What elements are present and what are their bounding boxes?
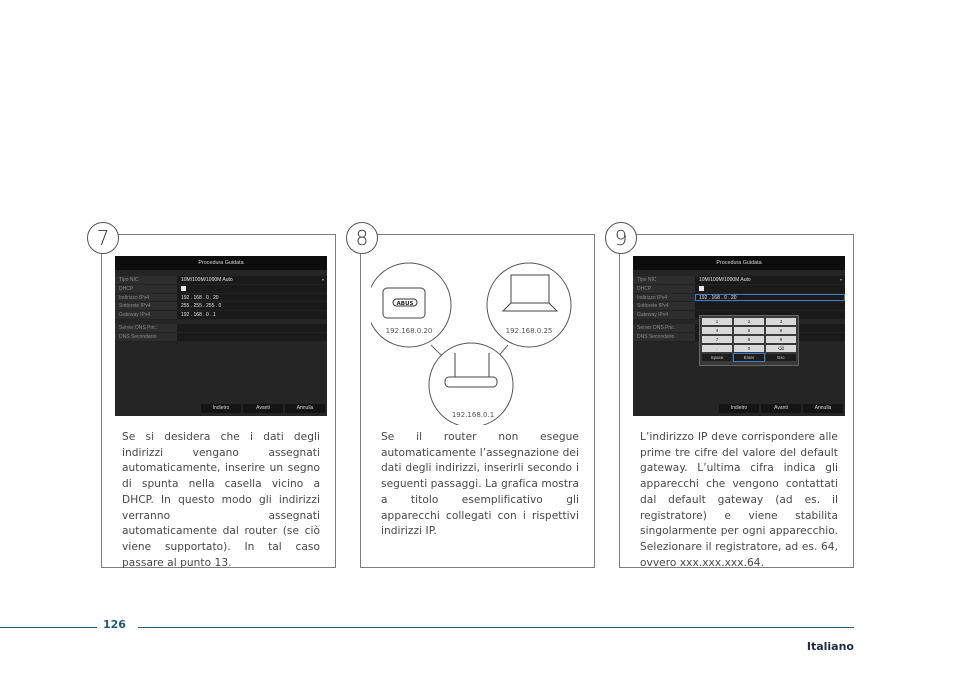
router-icon bbox=[444, 376, 498, 388]
row-subnet: Sottorete IPv4 255 . 255 . 255 . 0 bbox=[115, 302, 327, 312]
step-9-card: 9 Procedura Guidata Tipo NIC 10M/100M/10… bbox=[605, 222, 854, 569]
row-dhcp: DHCP bbox=[633, 284, 845, 294]
dropdown-arrow-icon: ▾ bbox=[839, 277, 842, 282]
key-0[interactable]: 0 bbox=[734, 345, 764, 352]
backspace-key[interactable]: ⌫ bbox=[766, 345, 796, 352]
step-number: 7 bbox=[87, 222, 119, 254]
page-number: 126 bbox=[103, 618, 126, 631]
step-description: L’indirizzo IP deve corrispondere alle p… bbox=[640, 431, 838, 569]
row-dns-secondary: DNS Secondario bbox=[115, 332, 327, 342]
key-9[interactable]: 9 bbox=[766, 336, 796, 343]
row-nic-type: Tipo NIC 10M/100M/1000M Auto▾ bbox=[115, 276, 327, 285]
laptop-device: 192.168.0.25 bbox=[486, 262, 572, 348]
laptop-icon bbox=[510, 274, 550, 304]
row-dns-primary: Server DNS Pric. bbox=[115, 323, 327, 333]
step-description: Se il router non esegue automaticamente … bbox=[381, 431, 579, 538]
dropdown-arrow-icon: ▾ bbox=[321, 277, 324, 282]
router-device: 192.168.0.1 bbox=[428, 342, 514, 425]
ipv4-address-field[interactable]: 192 . 168 . 0 . 20 bbox=[695, 293, 845, 302]
footer-divider-left bbox=[0, 627, 97, 628]
key-7[interactable]: 7 bbox=[702, 336, 732, 343]
subnet-field[interactable] bbox=[695, 302, 845, 311]
laptop-ip-label: 192.168.0.25 bbox=[506, 327, 553, 335]
step-8-card: 8 ABUS 192.168.0.20 192.168.0.25 192.168… bbox=[346, 222, 595, 568]
key-3[interactable]: 3 bbox=[766, 318, 796, 325]
wizard-title: Procedura Guidata bbox=[115, 256, 327, 270]
step-number: 9 bbox=[605, 222, 637, 254]
space-key[interactable]: Space bbox=[702, 354, 732, 361]
wizard-title: Procedura Guidata bbox=[633, 256, 845, 270]
ipv4-address-field[interactable]: 192 . 168 . 0 . 20 bbox=[177, 293, 327, 302]
back-button[interactable]: Indietro bbox=[719, 404, 759, 413]
esc-key[interactable]: Esc bbox=[766, 354, 796, 361]
key-5[interactable]: 5 bbox=[734, 327, 764, 334]
dhcp-checkbox[interactable] bbox=[181, 285, 186, 291]
next-button[interactable]: Avanti bbox=[761, 404, 801, 413]
key-8[interactable]: 8 bbox=[734, 336, 764, 343]
language-label: Italiano bbox=[806, 640, 854, 653]
subnet-field[interactable]: 255 . 255 . 255 . 0 bbox=[177, 302, 327, 311]
row-dhcp: DHCP bbox=[115, 284, 327, 294]
row-gateway: Gateway IPv4 192 . 168 . 0 . 1 bbox=[115, 311, 327, 320]
key-1[interactable]: 1 bbox=[702, 318, 732, 325]
row-ipv4-address: Indirizzo IPv4 192 . 168 . 0 . 20 bbox=[115, 293, 327, 303]
next-button[interactable]: Avanti bbox=[243, 404, 283, 413]
enter-key[interactable]: Enter bbox=[733, 353, 765, 362]
key-6[interactable]: 6 bbox=[766, 327, 796, 334]
router-ip-label: 192.168.0.1 bbox=[452, 411, 494, 419]
recorder-device: ABUS 192.168.0.20 bbox=[371, 262, 452, 348]
numeric-keypad: 1 2 3 4 5 6 7 8 9 . 0 ⌫ Space Enter Esc bbox=[699, 315, 799, 366]
cancel-button[interactable]: Annulla bbox=[803, 404, 843, 413]
row-subnet: Sottorete IPv4 bbox=[633, 302, 845, 312]
cancel-button[interactable]: Annulla bbox=[285, 404, 325, 413]
back-button[interactable]: Indietro bbox=[201, 404, 241, 413]
row-ipv4-address: Indirizzo IPv4 192 . 168 . 0 . 20 bbox=[633, 293, 845, 303]
recorder-ip-label: 192.168.0.20 bbox=[386, 327, 433, 335]
nvr-wizard-screen: Procedura Guidata Tipo NIC 10M/100M/1000… bbox=[633, 256, 845, 416]
dns-primary-field[interactable] bbox=[177, 323, 327, 332]
step-description: Se si desidera che i dati degli indirizz… bbox=[122, 431, 320, 569]
key-4[interactable]: 4 bbox=[702, 327, 732, 334]
abus-logo: ABUS bbox=[397, 301, 414, 307]
step-number: 8 bbox=[346, 222, 378, 254]
step-7-card: 7 Procedura Guidata Tipo NIC 10M/100M/10… bbox=[87, 222, 336, 569]
row-nic-type: Tipo NIC 10M/100M/1000M Auto▾ bbox=[633, 276, 845, 285]
dns-secondary-field[interactable] bbox=[177, 332, 327, 341]
key-2[interactable]: 2 bbox=[734, 318, 764, 325]
key-dot[interactable]: . bbox=[702, 345, 732, 352]
nvr-wizard-screen: Procedura Guidata Tipo NIC 10M/100M/1000… bbox=[115, 256, 327, 416]
footer-divider-right bbox=[138, 627, 854, 628]
gateway-field[interactable]: 192 . 168 . 0 . 1 bbox=[177, 311, 327, 319]
network-diagram: ABUS 192.168.0.20 192.168.0.25 192.168.0… bbox=[371, 262, 572, 425]
dhcp-checkbox[interactable] bbox=[699, 285, 704, 291]
